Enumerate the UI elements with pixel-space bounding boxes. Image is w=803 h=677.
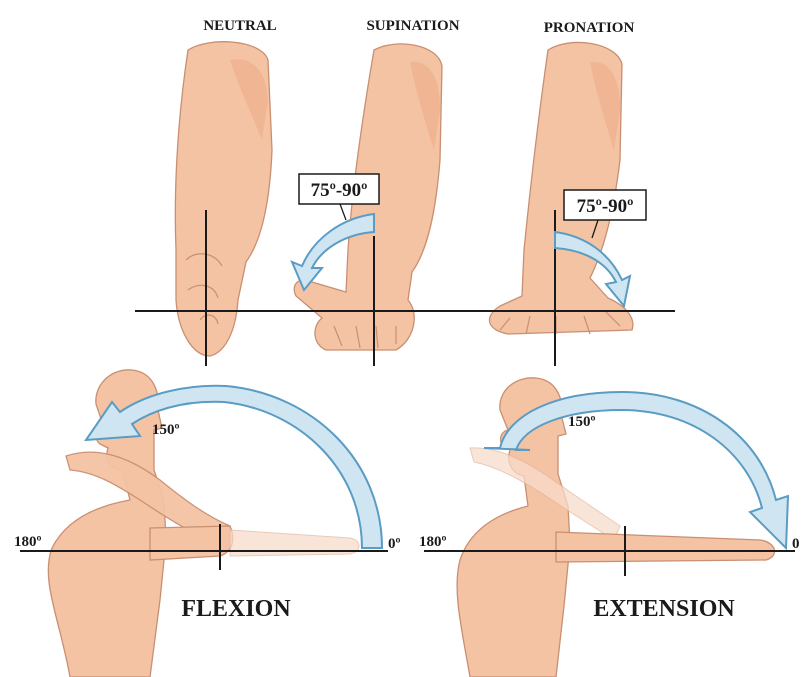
extension-0-label: 0 xyxy=(792,536,800,552)
neutral-heading: NEUTRAL xyxy=(203,18,276,34)
extension-angle-label: 150º xyxy=(568,414,596,430)
extension-panel: 150º 180º 0 EXTENSION xyxy=(419,378,800,677)
forearm-rotation-panel: 75º-90º 75º-90º NEUTRAL SUPINATION PRONA… xyxy=(135,18,675,366)
flexion-180-label: 180º xyxy=(14,534,42,550)
extension-title: EXTENSION xyxy=(593,596,735,622)
neutral-arm-illustration xyxy=(175,42,272,356)
pronation-heading: PRONATION xyxy=(544,20,635,36)
flexion-title: FLEXION xyxy=(181,596,291,622)
supination-range-label: 75º-90º xyxy=(311,180,368,201)
pronation-range-label: 75º-90º xyxy=(577,196,634,217)
flexion-panel: 150º 180º 0º FLEXION xyxy=(14,370,401,677)
flexion-angle-label: 150º xyxy=(152,422,180,438)
extension-180-label: 180º xyxy=(419,534,447,550)
supination-heading: SUPINATION xyxy=(366,18,459,34)
flexion-0-label: 0º xyxy=(388,536,401,552)
